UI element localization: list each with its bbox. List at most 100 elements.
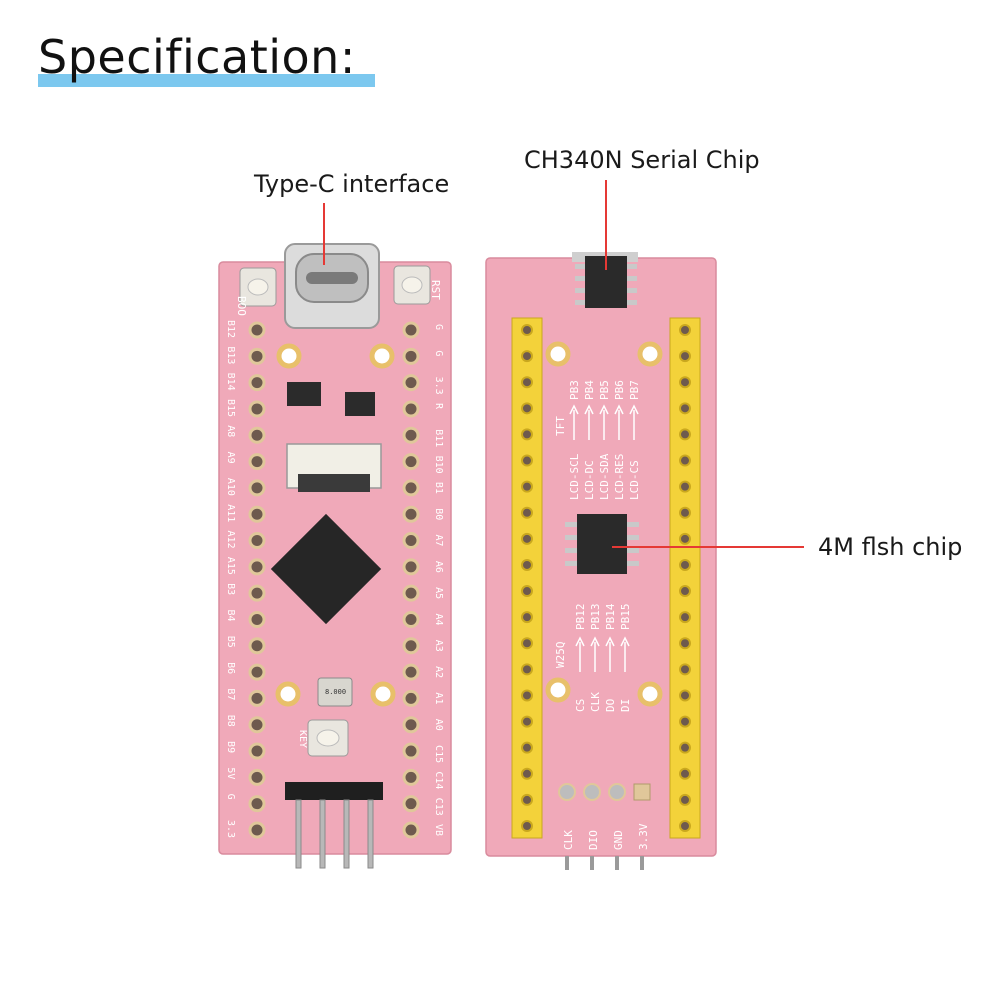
pin-label: B9: [225, 741, 236, 753]
right-yellow-header: [669, 317, 701, 839]
swd-pin: [295, 799, 302, 869]
header-pin: [521, 428, 533, 441]
pin-label: A2: [433, 666, 444, 678]
chip-leg: [565, 522, 577, 527]
transistor-chip: [345, 392, 375, 416]
chip-leg: [575, 300, 585, 305]
tft-pin-label: PB4: [583, 380, 596, 400]
front-right-pin-labels: GG3.3RB11B10B1B0A7A6A5A4A3A2A1A0C15C14C1…: [433, 324, 444, 836]
key-button-cap: [316, 729, 340, 747]
header-pin: [679, 663, 691, 676]
mount-hole: [637, 341, 663, 367]
pin-label: B5: [225, 636, 236, 648]
chip-leg: [575, 264, 585, 269]
pin-label: A8: [225, 425, 236, 437]
type-c-tongue: [306, 272, 358, 284]
pin-label: A3: [433, 640, 444, 652]
flash-chip: [577, 514, 627, 574]
pin-hole: [248, 532, 266, 550]
title-underline: [38, 74, 375, 87]
pin-label: B8: [225, 715, 236, 727]
pin-hole: [248, 689, 266, 707]
flash-signal-label: CS: [574, 699, 587, 712]
mcu-chip: [270, 513, 382, 625]
pin-hole: [402, 795, 420, 813]
pin-label: A9: [225, 452, 236, 464]
pin-hole: [402, 716, 420, 734]
mount-hole: [545, 341, 571, 367]
pin-label: B0: [433, 508, 444, 520]
header-pin: [679, 532, 691, 545]
header-pin: [521, 767, 533, 780]
tft-pin-label: PB7: [628, 380, 641, 400]
pin-hole: [402, 768, 420, 786]
pin-label: A0: [433, 719, 444, 731]
pin-label: A5: [433, 587, 444, 599]
header-label: GND: [612, 830, 625, 850]
header-pin: [679, 715, 691, 728]
header-pin: [679, 741, 691, 754]
pin-label: B10: [433, 456, 444, 474]
flash-callout: 4M flsh chip: [818, 533, 963, 561]
header-pin: [521, 689, 533, 702]
type-c-callout: Type-C interface: [254, 170, 450, 198]
pin-hole: [248, 742, 266, 760]
header-pin: [679, 402, 691, 415]
ch340-callout: CH340N Serial Chip: [524, 146, 760, 174]
mount-hole: [369, 343, 395, 369]
tft-pin-label: PB3: [568, 380, 581, 400]
pin-stub: [615, 856, 619, 870]
pin-hole: [402, 689, 420, 707]
arrow-head: [575, 636, 585, 647]
pin-hole: [402, 374, 420, 392]
right-header-pins: [679, 324, 691, 832]
arrow-head: [629, 404, 639, 415]
page-title: Specification:: [38, 30, 356, 84]
reset-button-cap: [401, 276, 423, 294]
pin-label: A12: [225, 531, 236, 549]
pin-hole: [402, 453, 420, 471]
header-pin: [679, 350, 691, 363]
ch340-chip-legs: [575, 264, 637, 305]
header-pin: [679, 585, 691, 598]
left-yellow-header: [511, 317, 543, 839]
tft-signal-label: LCD-DC: [583, 460, 596, 500]
pin-hole: [608, 783, 626, 801]
header-pin: [521, 637, 533, 650]
header-pin: [679, 820, 691, 832]
flash-pin-label: PB12: [574, 604, 587, 631]
header-label: 3.3V: [637, 823, 650, 850]
header-pin: [521, 506, 533, 519]
chip-leg: [627, 264, 637, 269]
left-header-pins: [521, 324, 533, 832]
flash-pin-label: PB13: [589, 604, 602, 631]
header-pin: [521, 350, 533, 363]
swd-pin: [343, 799, 350, 869]
pin-hole: [402, 479, 420, 497]
tft-signal-label: LCD-RES: [613, 454, 626, 500]
pin-hole: [402, 321, 420, 339]
mount-hole: [545, 677, 571, 703]
pin-label: A4: [433, 613, 444, 625]
regulator-chip: [287, 382, 321, 406]
pin-label: A7: [433, 535, 444, 547]
pin-label: A10: [225, 478, 236, 496]
pin-label: C13: [433, 798, 444, 816]
header-label: CLK: [562, 830, 575, 850]
flash-signal-label: CLK: [589, 692, 602, 712]
pin-hole: [583, 783, 601, 801]
pin-hole: [248, 610, 266, 628]
pin-hole: [402, 821, 420, 839]
pin-hole: [248, 321, 266, 339]
chip-leg: [565, 561, 577, 566]
header-pin: [679, 376, 691, 389]
swd-pin: [367, 799, 374, 869]
pin-hole: [248, 584, 266, 602]
swd-pin: [319, 799, 326, 869]
pin-hole: [248, 374, 266, 392]
header-pin: [521, 611, 533, 624]
mount-hole: [276, 343, 302, 369]
